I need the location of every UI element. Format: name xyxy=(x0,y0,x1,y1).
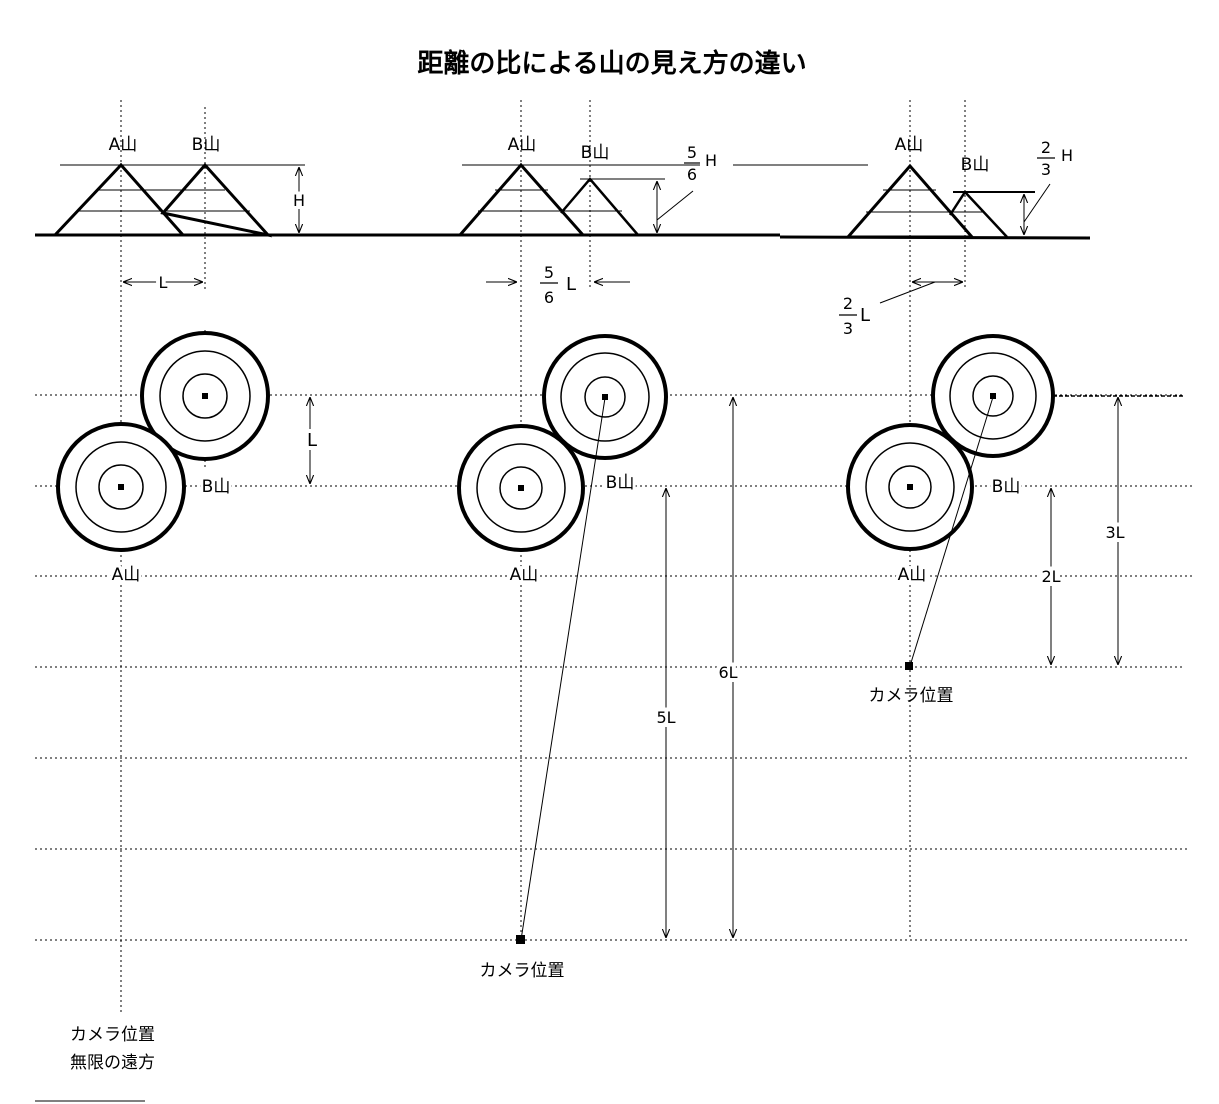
mountain-a-label: A山 xyxy=(898,565,927,585)
mountain-b-elevation xyxy=(560,177,639,236)
elevation-group-infinite: A山 B山 H L xyxy=(51,135,308,296)
fraction-denominator: 3 xyxy=(1041,160,1051,179)
plan-group-infinite: A山 B山 L カメラ位置 無限の遠方 xyxy=(56,331,321,1073)
mountain-a-label: A山 xyxy=(510,565,539,585)
mountain-b-peak xyxy=(602,394,608,400)
fraction-numerator: 2 xyxy=(1041,138,1051,157)
infinite-distance-label: 無限の遠方 xyxy=(70,1053,155,1073)
camera-marker xyxy=(905,662,913,670)
distance-2L-label: 2L xyxy=(1041,567,1060,586)
mountain-a-label: A山 xyxy=(109,135,138,155)
mountain-b-peak xyxy=(990,393,996,399)
length-label: L xyxy=(307,430,317,451)
camera-position-label: カメラ位置 xyxy=(480,961,565,981)
mountain-b-peak xyxy=(202,393,208,399)
fraction-denominator: 6 xyxy=(544,288,554,307)
distance-3L-label: 3L xyxy=(1105,523,1124,542)
mountain-a-label: A山 xyxy=(508,135,537,155)
fraction-numerator: 5 xyxy=(687,143,697,162)
fraction-numerator: 5 xyxy=(544,263,554,282)
camera-position-label: カメラ位置 xyxy=(869,686,954,706)
fraction-numerator: 2 xyxy=(843,294,853,313)
distance-6L-label: 6L xyxy=(718,663,737,682)
diagram-title: 距離の比による山の見え方の違い xyxy=(417,48,806,79)
elevation-group-6L: A山 B山 5 6 H 5 6 L xyxy=(456,135,868,307)
mountain-a-peak xyxy=(518,485,524,491)
mountain-a-elevation xyxy=(51,162,187,237)
mountain-b-label: B山 xyxy=(606,473,635,493)
plan-group-6L: A山 B山 5L 6L カメラ位置 xyxy=(457,334,742,981)
fraction-denominator: 3 xyxy=(843,319,853,338)
mountain-a-peak xyxy=(907,484,913,490)
distance-5L-label: 5L xyxy=(656,708,675,727)
camera-position-label: カメラ位置 xyxy=(70,1025,155,1045)
length-label: L xyxy=(159,273,168,292)
height-label: H xyxy=(1061,146,1073,165)
mountain-b-label: B山 xyxy=(992,477,1021,497)
mountain-a-elevation xyxy=(844,163,976,239)
mountain-b-label: B山 xyxy=(202,477,231,497)
height-label: H xyxy=(705,151,717,170)
mountain-a-elevation xyxy=(456,162,587,237)
mountain-b-label: B山 xyxy=(961,155,990,175)
plan-group-3L: A山 B山 2L 3L カメラ位置 xyxy=(846,334,1185,706)
mountain-b-elevation xyxy=(160,162,273,238)
mountain-a-label: A山 xyxy=(112,565,141,585)
length-label: L xyxy=(566,274,576,295)
sight-line xyxy=(909,396,994,667)
length-label: L xyxy=(860,305,870,326)
mountain-b-elevation xyxy=(948,189,1008,238)
mountain-a-peak xyxy=(118,484,124,490)
sight-line xyxy=(520,397,606,941)
height-label: H xyxy=(293,191,305,210)
mountain-b-label: B山 xyxy=(192,135,221,155)
mountain-b-label: B山 xyxy=(581,143,610,163)
elevation-group-3L: A山 B山 2 3 H 2 3 L xyxy=(839,135,1073,338)
fraction-denominator: 6 xyxy=(687,165,697,184)
mountain-a-label: A山 xyxy=(895,135,924,155)
camera-marker xyxy=(516,935,525,944)
